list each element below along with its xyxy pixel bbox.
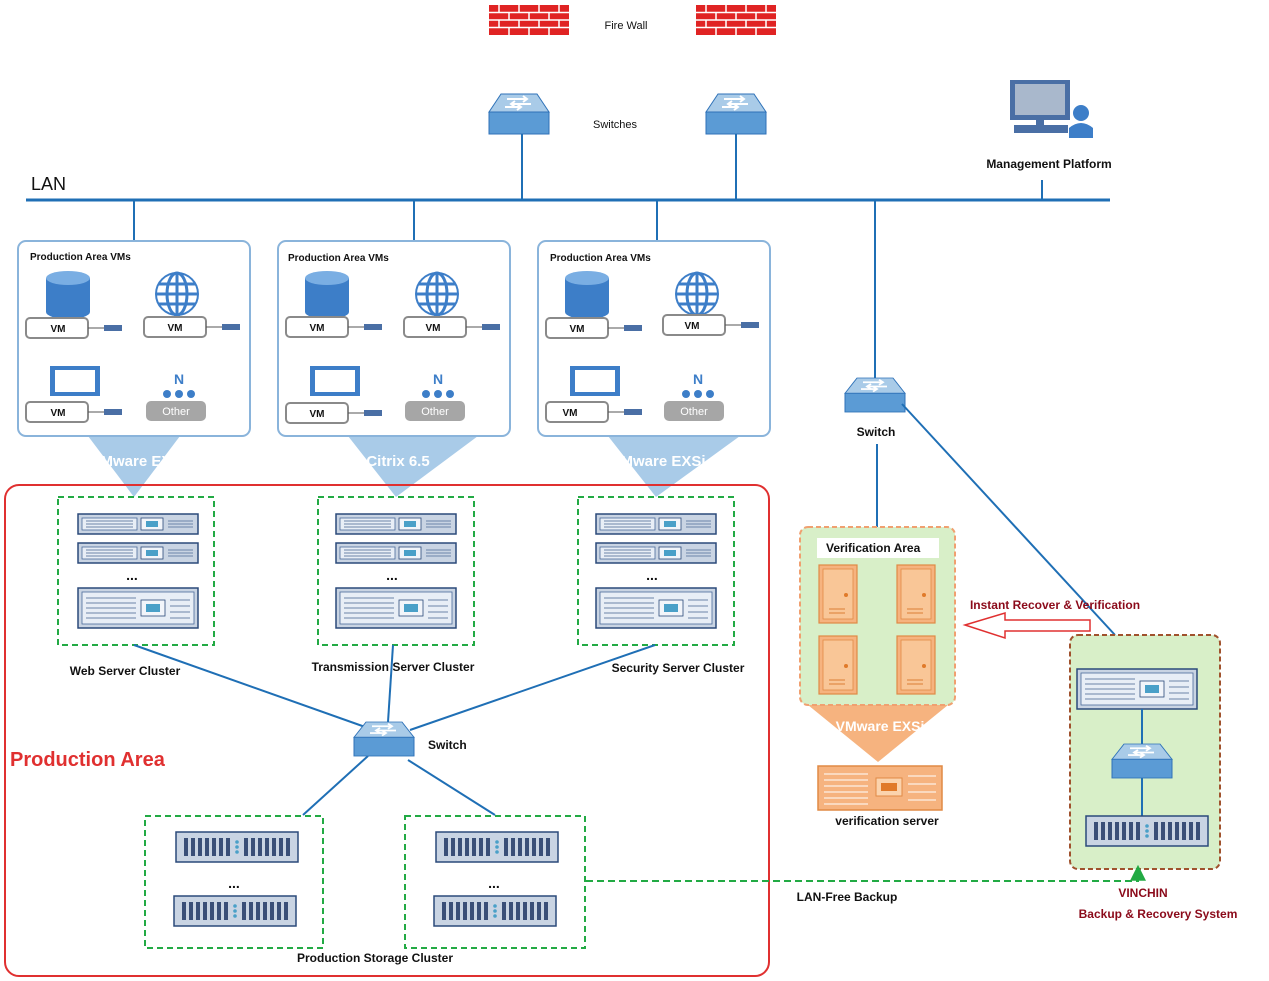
switch-icon xyxy=(705,93,767,135)
computer-user-icon xyxy=(1010,80,1093,138)
transmission-server-cluster: ... xyxy=(317,496,475,646)
network-nodes-icon xyxy=(422,390,454,398)
vm-group-3: Production Area VMs VM VM VM N Other VMw… xyxy=(537,240,771,497)
vm-label: VM xyxy=(426,323,441,334)
security-server-cluster: ... xyxy=(577,496,735,646)
vm-label: VM xyxy=(570,324,585,335)
hypervisor-label: Citrix 6.5 xyxy=(366,453,429,470)
storage-cluster-1: ... xyxy=(144,815,324,949)
network-nodes-icon xyxy=(682,390,714,398)
switch-icon xyxy=(488,93,550,135)
database-icon xyxy=(565,271,609,319)
n-icon: N xyxy=(693,371,703,387)
vm-label: VM xyxy=(310,323,325,334)
lan-free-backup-line xyxy=(586,864,1146,882)
firewall-icon xyxy=(695,4,777,36)
vm-label: VM xyxy=(563,408,578,419)
monitor-icon xyxy=(570,366,620,396)
other-label: Other xyxy=(680,406,708,418)
database-icon xyxy=(46,271,90,319)
n-icon: N xyxy=(174,371,184,387)
lan-label: LAN xyxy=(31,174,66,194)
storage-cluster-label: Production Storage Cluster xyxy=(297,951,453,965)
globe-icon xyxy=(674,271,720,317)
production-area-box xyxy=(4,484,770,977)
vm-group-1: Production Area VMs VM VM VM N Other VMw… xyxy=(17,240,251,497)
verification-area: Verification Area VMware EXSi xyxy=(799,526,956,762)
vm-label: VM xyxy=(685,321,700,332)
globe-icon xyxy=(414,271,460,317)
web-server-cluster: ... xyxy=(57,496,215,646)
globe-icon xyxy=(154,271,200,317)
vm-label: VM xyxy=(51,324,66,335)
switch-label: Switch xyxy=(857,425,896,439)
backup-system-box xyxy=(1069,634,1221,870)
instant-recover-arrow xyxy=(962,611,1091,640)
verification-hypervisor-label: VMware EXSi xyxy=(836,718,925,734)
database-icon xyxy=(305,271,349,319)
backup-system-label: Backup & Recovery System xyxy=(1079,907,1238,921)
switch-icon xyxy=(844,377,906,413)
vm-label: VM xyxy=(310,409,325,420)
other-label: Other xyxy=(162,406,190,418)
instant-recover-label: Instant Recover & Verification xyxy=(970,598,1140,612)
monitor-icon xyxy=(310,366,360,396)
vm-label: VM xyxy=(51,408,66,419)
vm-group-title: Production Area VMs xyxy=(288,253,389,264)
switches-label: Switches xyxy=(593,119,638,131)
vm-group-title: Production Area VMs xyxy=(30,252,131,263)
svg-text:...: ... xyxy=(228,875,240,891)
firewall-icon xyxy=(488,4,570,36)
switch-icon xyxy=(353,721,415,757)
hypervisor-label: VMware EXSi xyxy=(610,453,705,470)
svg-text:...: ... xyxy=(488,875,500,891)
vm-label: VM xyxy=(168,323,183,334)
firewall-label: Fire Wall xyxy=(605,20,648,32)
production-area-label: Production Area xyxy=(10,749,166,771)
lan-free-backup-label: LAN-Free Backup xyxy=(797,890,898,904)
management-platform-label: Management Platform xyxy=(986,157,1111,171)
vm-group-title: Production Area VMs xyxy=(550,253,651,264)
svg-text:...: ... xyxy=(386,567,398,583)
network-nodes-icon xyxy=(163,390,195,398)
web-cluster-label: Web Server Cluster xyxy=(70,664,181,678)
vinchin-label: VINCHIN xyxy=(1118,886,1167,900)
storage-cluster-2: ... xyxy=(404,815,586,949)
verification-area-title: Verification Area xyxy=(826,541,921,555)
other-label: Other xyxy=(421,406,449,418)
vm-group-2: Production Area VMs VM VM VM N Other Cit… xyxy=(277,240,511,497)
switch-label: Switch xyxy=(428,738,467,752)
n-icon: N xyxy=(433,371,443,387)
transmission-cluster-label: Transmission Server Cluster xyxy=(312,660,475,674)
svg-text:...: ... xyxy=(646,567,658,583)
svg-text:...: ... xyxy=(126,567,138,583)
monitor-icon xyxy=(50,366,100,396)
hypervisor-label: VMware EXSi xyxy=(90,453,185,470)
verification-server-icon xyxy=(817,765,943,811)
security-cluster-label: Security Server Cluster xyxy=(612,661,745,675)
verification-server-label: verification server xyxy=(835,814,939,828)
